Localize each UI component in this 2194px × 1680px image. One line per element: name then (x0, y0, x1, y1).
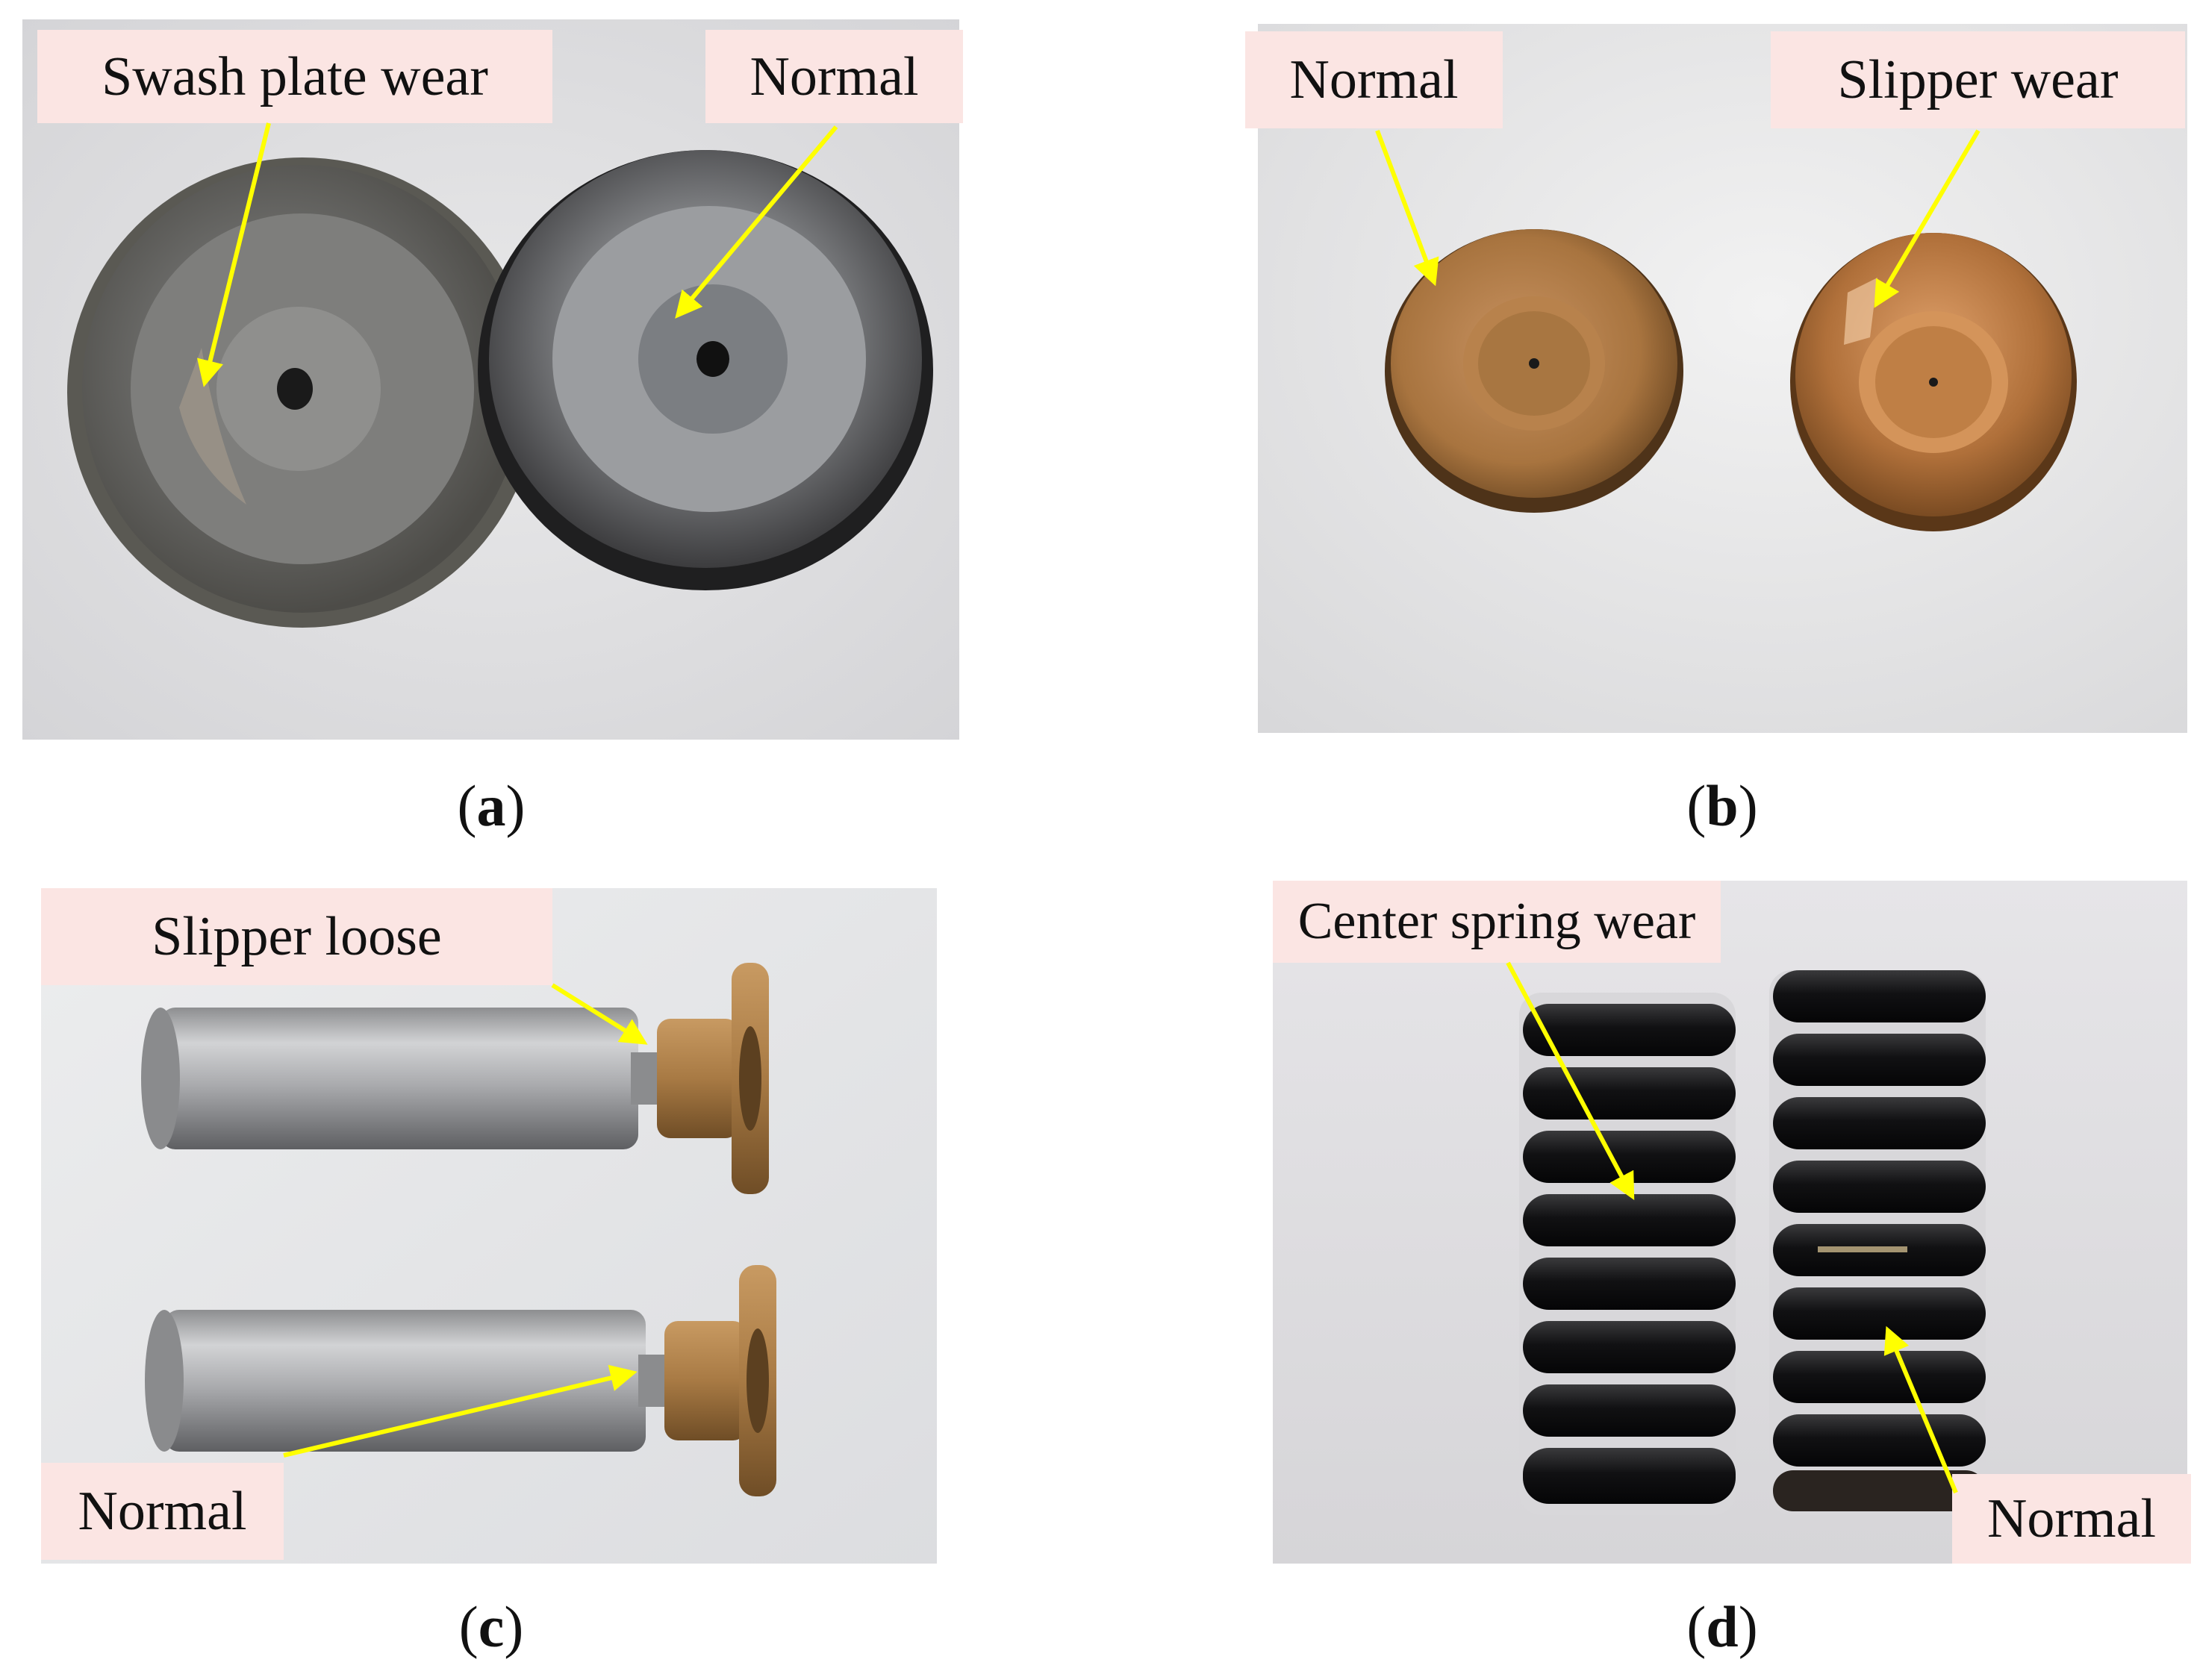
callout-normal-d: Normal (1952, 1474, 2191, 1564)
caption-a-letter: a (476, 773, 506, 838)
callout-slipper-loose: Slipper loose (41, 888, 552, 985)
caption-b: (b) (1686, 773, 1758, 838)
caption-c-letter: c (478, 1594, 505, 1659)
photo-panel-a (22, 19, 959, 740)
caption-a: (a) (457, 773, 526, 838)
callout-normal-a: Normal (705, 30, 963, 123)
caption-c: (c) (458, 1594, 524, 1659)
caption-d: (d) (1686, 1594, 1758, 1659)
photo-swash-plates (22, 19, 959, 740)
photo-panel-b (1258, 24, 2187, 733)
callout-center-spring-wear: Center spring wear (1273, 881, 1721, 963)
caption-b-letter: b (1706, 773, 1739, 838)
photo-panel-d (1273, 881, 2187, 1564)
callout-slipper-wear: Slipper wear (1771, 31, 2185, 128)
callout-normal-c: Normal (41, 1463, 284, 1560)
left-spring (1519, 993, 1736, 1515)
caption-d-letter: d (1706, 1594, 1739, 1659)
photo-slippers (1258, 24, 2187, 733)
photo-springs (1273, 881, 2187, 1564)
callout-swash-plate-wear: Swash plate wear (37, 30, 552, 123)
callout-normal-b: Normal (1245, 31, 1503, 128)
right-spring (1769, 970, 1986, 1515)
